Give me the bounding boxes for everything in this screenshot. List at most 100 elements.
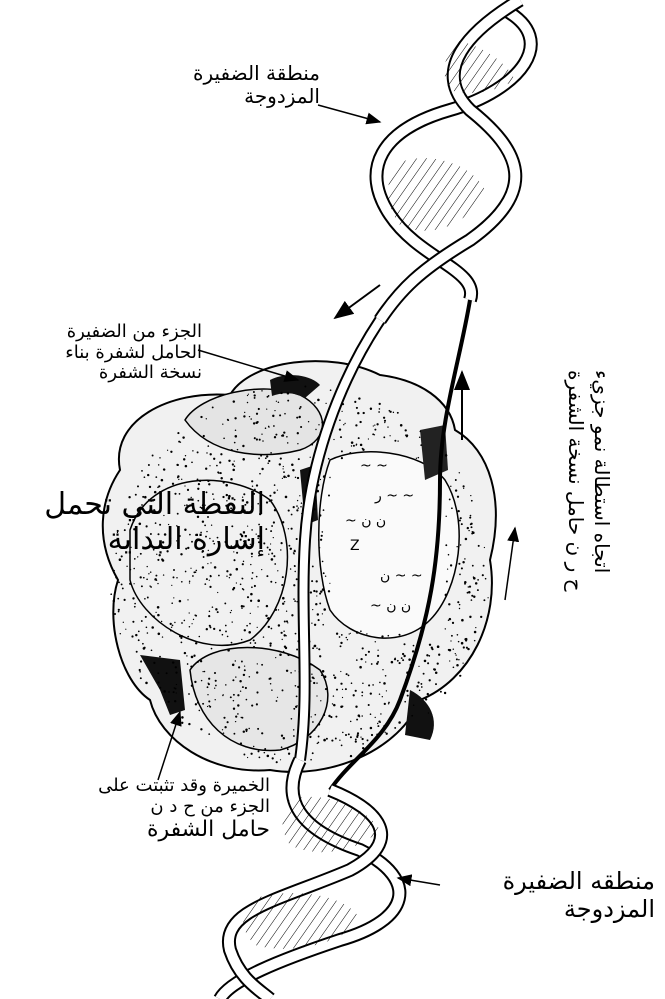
- stipple-dot: [334, 676, 336, 678]
- stipple-dot: [173, 576, 175, 578]
- stipple-dot: [292, 469, 294, 471]
- stipple-dot: [188, 693, 190, 695]
- stipple-dot: [234, 460, 235, 461]
- stipple-dot: [282, 576, 284, 578]
- stipple-dot: [379, 408, 381, 410]
- stipple-dot: [286, 477, 287, 478]
- stipple-dot: [469, 616, 471, 618]
- stipple-dot: [178, 479, 179, 480]
- stipple-dot: [141, 620, 143, 622]
- stipple-dot: [384, 420, 386, 422]
- stipple-dot: [204, 583, 206, 585]
- stipple-dot: [290, 548, 292, 550]
- stipple-dot: [291, 464, 294, 467]
- stipple-dot: [207, 686, 209, 688]
- stipple-dot: [382, 696, 383, 697]
- stipple-dot: [268, 678, 270, 680]
- stipple-dot: [316, 682, 317, 683]
- stipple-dot: [341, 411, 342, 412]
- stipple-dot: [323, 572, 325, 574]
- stipple-dot: [284, 620, 286, 622]
- stipple-dot: [181, 642, 183, 644]
- stipple-dot: [420, 444, 422, 446]
- stipple-dot: [281, 435, 283, 437]
- stipple-dot: [287, 748, 289, 750]
- stipple-dot: [267, 618, 268, 619]
- stipple-dot: [380, 713, 381, 714]
- stipple-dot: [313, 682, 315, 684]
- stipple-dot: [173, 569, 175, 571]
- stipple-dot: [411, 715, 413, 717]
- stipple-dot: [232, 469, 235, 472]
- stipple-dot: [191, 685, 193, 687]
- stipple-dot: [186, 655, 187, 656]
- stipple-dot: [242, 578, 244, 580]
- stipple-dot: [295, 685, 297, 687]
- stipple-dot: [204, 671, 206, 673]
- stipple-dot: [113, 600, 115, 602]
- stipple-dot: [425, 698, 427, 700]
- stipple-dot: [291, 718, 293, 720]
- stipple-dot: [314, 729, 315, 730]
- stipple-dot: [310, 664, 312, 666]
- stipple-dot: [267, 547, 269, 549]
- stipple-dot: [311, 673, 312, 674]
- stipple-dot: [122, 587, 124, 589]
- stipple-dot: [129, 583, 131, 585]
- stipple-dot: [336, 689, 338, 691]
- stipple-dot: [159, 656, 161, 658]
- stipple-dot: [202, 671, 203, 672]
- stipple-dot: [375, 641, 376, 642]
- stipple-dot: [468, 530, 469, 531]
- stipple-dot: [134, 603, 136, 605]
- stipple-dot: [397, 412, 399, 414]
- stipple-dot: [360, 736, 361, 737]
- stipple-dot: [183, 458, 185, 460]
- stipple-dot: [469, 586, 471, 588]
- stipple-dot: [242, 458, 245, 461]
- stipple-dot: [403, 643, 405, 645]
- stipple-dot: [215, 685, 217, 687]
- stipple-dot: [356, 631, 359, 634]
- stipple-dot: [234, 465, 236, 467]
- stipple-dot: [268, 426, 269, 427]
- stipple-dot: [463, 488, 464, 489]
- stipple-dot: [162, 559, 165, 562]
- stipple-dot: [247, 757, 248, 758]
- stipple-dot: [360, 630, 362, 632]
- stipple-dot: [126, 566, 127, 567]
- stipple-dot: [330, 389, 332, 391]
- stipple-dot: [277, 697, 278, 698]
- stipple-dot: [440, 691, 442, 693]
- stipple-dot: [233, 694, 235, 696]
- stipple-dot: [181, 635, 184, 638]
- stipple-dot: [293, 584, 295, 586]
- label-direction-line-1: اتجاه استطالة نمو جزيء: [589, 370, 615, 592]
- stipple-dot: [159, 687, 161, 689]
- stipple-dot: [350, 755, 352, 757]
- stipple-dot: [380, 722, 381, 723]
- stipple-dot: [382, 669, 383, 670]
- stipple-dot: [389, 411, 391, 413]
- stipple-dot: [370, 692, 372, 694]
- stipple-dot: [209, 465, 210, 466]
- stipple-dot: [325, 575, 326, 576]
- stipple-dot: [248, 728, 249, 729]
- stipple-dot: [232, 679, 234, 681]
- stipple-dot: [155, 575, 157, 577]
- stipple-dot: [282, 468, 283, 469]
- stipple-dot: [349, 452, 351, 454]
- label-direction-vertical: اتجاه استطالة نمو جزيء ح ر ن حامل نسخة ا…: [563, 370, 615, 592]
- stipple-dot: [173, 597, 174, 598]
- stipple-dot: [225, 684, 227, 686]
- stipple-dot: [282, 597, 285, 600]
- stipple-dot: [192, 575, 194, 577]
- stipple-dot: [271, 558, 274, 561]
- stipple-dot: [317, 613, 319, 615]
- stipple-dot: [279, 463, 281, 465]
- stipple-dot: [189, 626, 191, 628]
- stipple-dot: [358, 397, 360, 399]
- stipple-dot: [468, 591, 471, 594]
- stipple-dot: [145, 682, 148, 685]
- stipple-dot: [181, 622, 183, 624]
